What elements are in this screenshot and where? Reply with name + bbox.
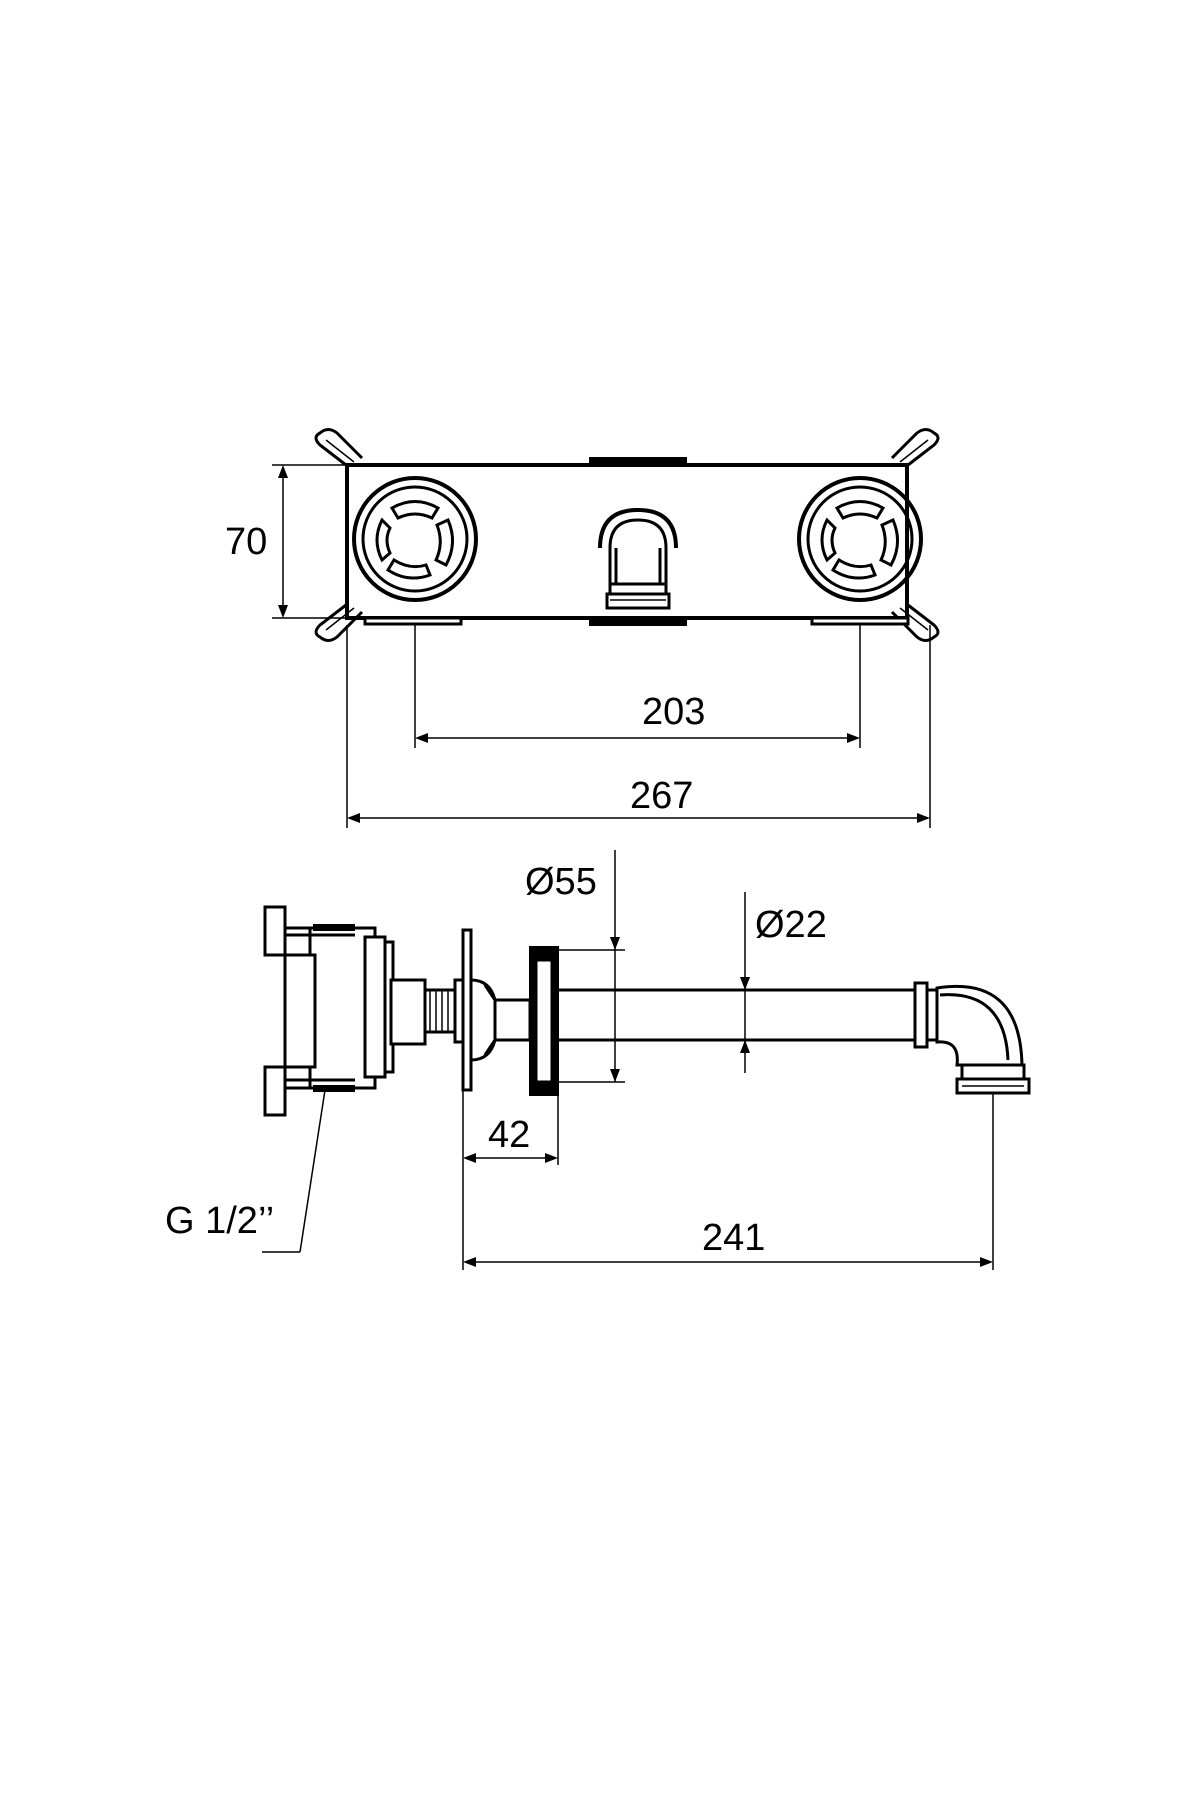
dimension-flange-diameter xyxy=(536,850,625,1083)
dimension-height xyxy=(272,464,347,619)
dimension-total-width-label: 267 xyxy=(630,775,693,817)
dimension-spout-diameter-label: Ø22 xyxy=(755,904,827,946)
dimension-spout-length xyxy=(462,1093,994,1270)
dimension-spout-length-label: 241 xyxy=(702,1217,765,1259)
mounting-clip-top-right xyxy=(890,428,940,467)
mounting-clip-bottom-right xyxy=(890,603,940,642)
spout-pipe xyxy=(558,981,1031,1095)
plate-tab-bottom xyxy=(589,617,687,626)
thread-size-label: G 1/2’’ xyxy=(165,1200,274,1242)
plate-foot-left xyxy=(363,616,463,626)
dimension-flange-diameter-label: Ø55 xyxy=(525,861,597,903)
dimension-center-distance xyxy=(414,625,861,748)
handle-wheel-right xyxy=(797,476,923,602)
front-view: 70 203 267 xyxy=(225,428,940,828)
thread-leader xyxy=(262,1089,326,1253)
dimension-projection xyxy=(462,1090,559,1165)
dimension-projection-label: 42 xyxy=(488,1114,530,1156)
spout-front xyxy=(598,507,678,610)
dimension-height-label: 70 xyxy=(225,521,267,563)
dimension-total-width xyxy=(346,625,931,828)
rosette xyxy=(469,946,559,1096)
plate-foot-right xyxy=(810,616,910,626)
mounting-clip-top-left xyxy=(314,428,364,467)
in-wall-body xyxy=(263,905,467,1117)
dimension-center-distance-label: 203 xyxy=(642,691,705,733)
mounting-clip-bottom-left xyxy=(314,603,364,642)
handle-wheel-left xyxy=(352,476,478,602)
dimension-spout-diameter xyxy=(740,892,750,1073)
plate-tab-top xyxy=(589,457,687,466)
side-view: Ø55 Ø22 42 241 xyxy=(165,850,1031,1270)
